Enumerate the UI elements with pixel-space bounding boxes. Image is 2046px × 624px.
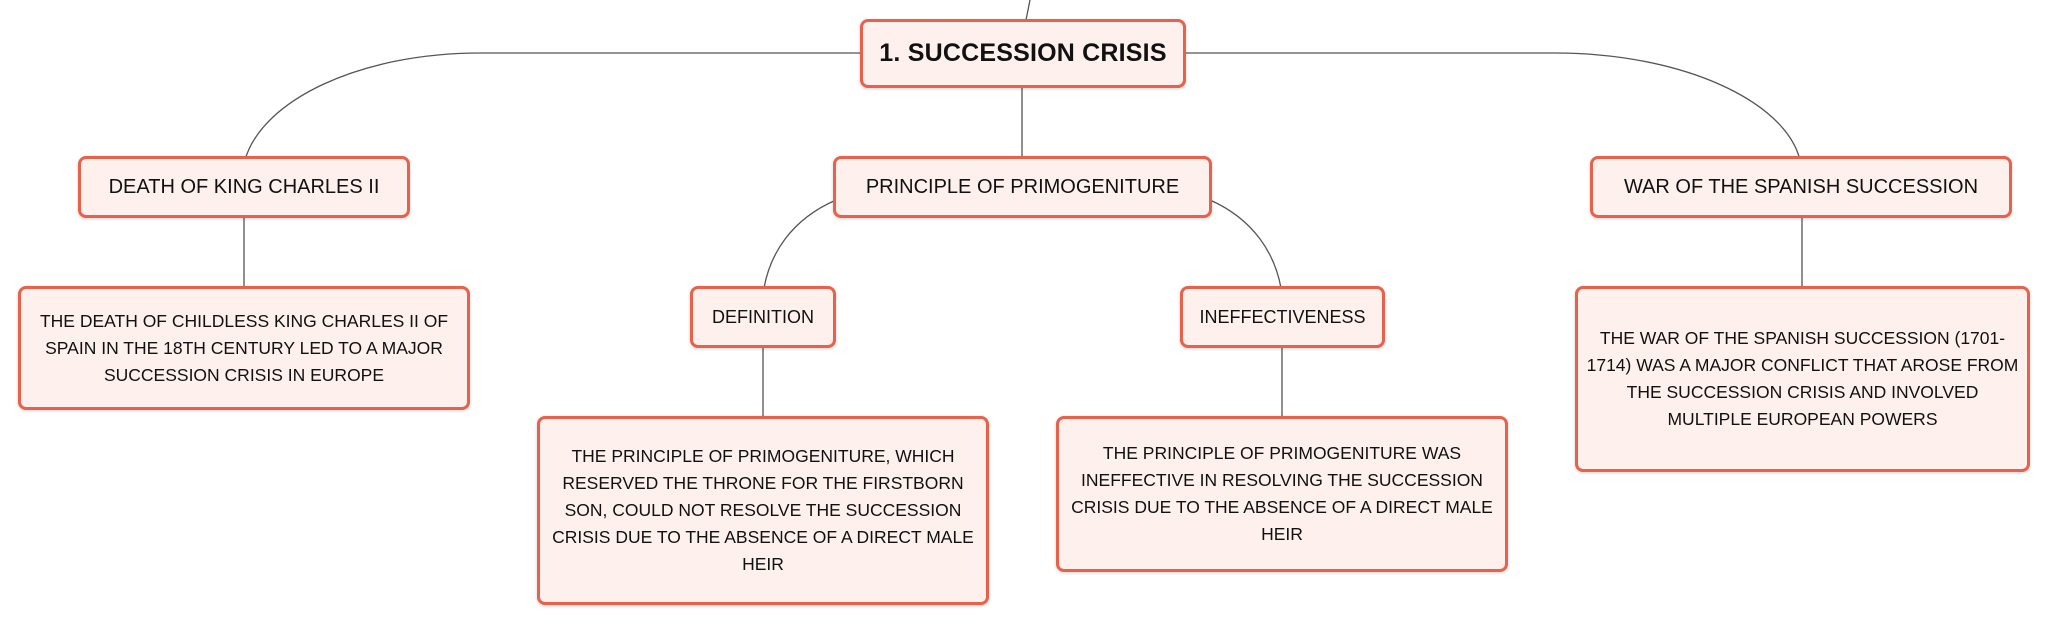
description-ineffectiveness-text: THE PRINCIPLE OF PRIMOGENITURE WAS INEFF… <box>1071 443 1493 544</box>
node-definition[interactable]: DEFINITION <box>690 286 836 348</box>
description-definition[interactable]: THE PRINCIPLE OF PRIMOGENITURE, WHICH RE… <box>537 416 989 605</box>
node-principle-of-primogeniture[interactable]: PRINCIPLE OF PRIMOGENITURE <box>833 156 1212 218</box>
description-death-of-king-charles-text: THE DEATH OF CHILDLESS KING CHARLES II O… <box>39 310 449 385</box>
node-ineffectiveness-label: INEFFECTIVENESS <box>1199 306 1366 327</box>
description-war-of-spanish-succession-text: THE WAR OF THE SPANISH SUCCESSION (1701-… <box>1586 328 2019 429</box>
node-ineffectiveness[interactable]: INEFFECTIVENESS <box>1180 286 1385 348</box>
node-death-of-king-charles[interactable]: DEATH OF KING CHARLES II <box>78 156 410 218</box>
connector-parent-to-root <box>1025 0 1031 21</box>
description-ineffectiveness[interactable]: THE PRINCIPLE OF PRIMOGENITURE WAS INEFF… <box>1056 416 1508 572</box>
connector-primogeniture-to-definition <box>763 199 837 289</box>
description-death-of-king-charles[interactable]: THE DEATH OF CHILDLESS KING CHARLES II O… <box>18 286 470 410</box>
root-node-label: 1. SUCCESSION CRISIS <box>879 39 1167 67</box>
connector-root-to-war <box>1185 52 1801 161</box>
root-node[interactable]: 1. SUCCESSION CRISIS <box>860 19 1186 88</box>
description-war-of-spanish-succession[interactable]: THE WAR OF THE SPANISH SUCCESSION (1701-… <box>1575 286 2030 472</box>
node-definition-label: DEFINITION <box>712 306 814 327</box>
node-war-of-spanish-succession[interactable]: WAR OF THE SPANISH SUCCESSION <box>1590 156 2012 218</box>
node-death-of-king-charles-label: DEATH OF KING CHARLES II <box>108 175 380 198</box>
description-definition-text: THE PRINCIPLE OF PRIMOGENITURE, WHICH RE… <box>552 446 974 574</box>
node-war-of-spanish-succession-label: WAR OF THE SPANISH SUCCESSION <box>1623 175 1979 198</box>
node-principle-of-primogeniture-label: PRINCIPLE OF PRIMOGENITURE <box>865 175 1180 198</box>
connector-primogeniture-to-ineffectiveness <box>1209 199 1282 289</box>
connector-root-to-death <box>244 52 862 161</box>
